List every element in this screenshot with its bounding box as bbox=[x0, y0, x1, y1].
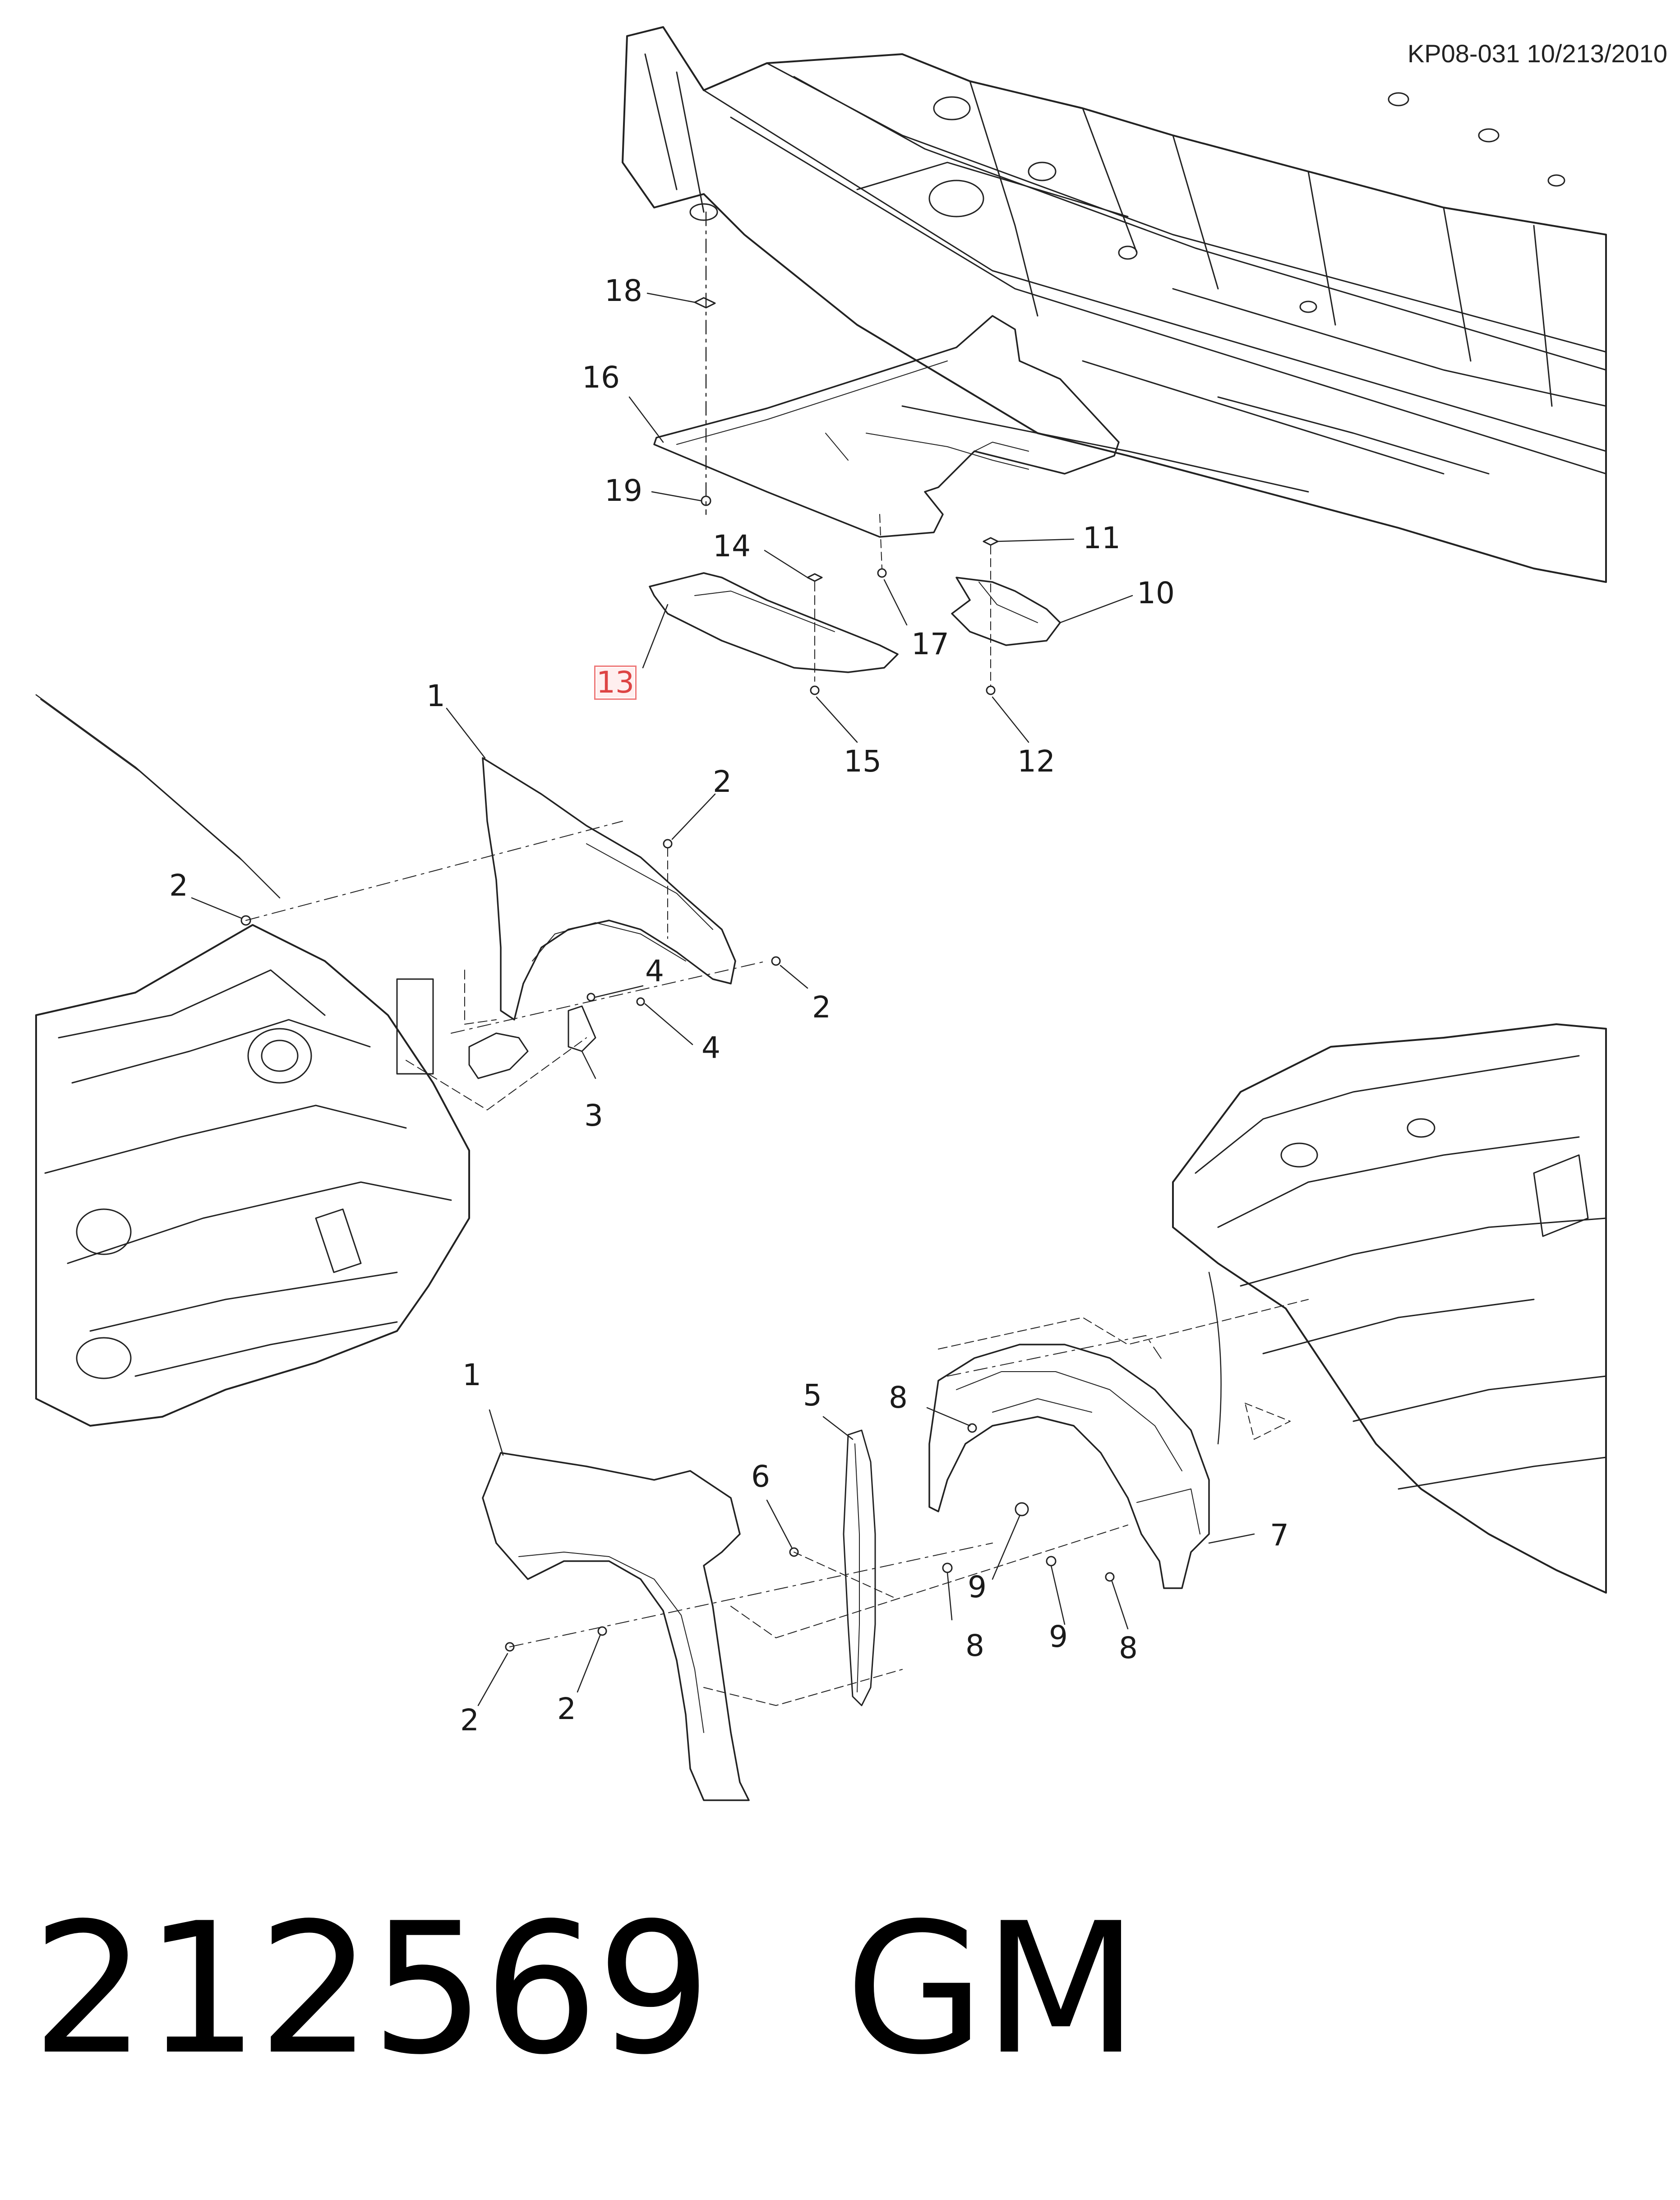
callout-4-a: 4 bbox=[645, 954, 664, 989]
callout-6: 6 bbox=[751, 1459, 770, 1494]
brand-label: GM bbox=[845, 1885, 1139, 2094]
callout-12: 12 bbox=[1017, 744, 1055, 779]
bolt-15 bbox=[810, 685, 820, 695]
callout-16: 16 bbox=[582, 360, 620, 395]
clip-18 bbox=[694, 297, 716, 309]
callout-2-top: 2 bbox=[713, 764, 732, 799]
bracket-3b bbox=[568, 1005, 596, 1052]
callout-1-lower: 1 bbox=[462, 1358, 481, 1392]
underbody-frame bbox=[622, 26, 1607, 583]
clip-6 bbox=[789, 1547, 799, 1557]
rivet-8b bbox=[1105, 1572, 1115, 1582]
callout-17: 17 bbox=[911, 627, 949, 661]
callout-10: 10 bbox=[1137, 576, 1175, 610]
bolt-12 bbox=[986, 685, 996, 695]
bolt-2-right bbox=[771, 956, 781, 966]
callout-7: 7 bbox=[1270, 1518, 1289, 1553]
rivet-8a bbox=[942, 1562, 953, 1573]
callout-9-a: 9 bbox=[968, 1570, 987, 1604]
bolt-4a bbox=[586, 993, 595, 1002]
shield-13 bbox=[649, 572, 899, 673]
bolt-2-lower-a bbox=[505, 1642, 515, 1652]
callout-14: 14 bbox=[713, 529, 751, 564]
footer-label: 212569 GM bbox=[32, 1885, 1139, 2094]
callout-8-right: 8 bbox=[1119, 1631, 1138, 1665]
seal-5 bbox=[843, 1429, 876, 1706]
rivet-9b bbox=[1046, 1556, 1057, 1567]
rivet-9a bbox=[1015, 1502, 1029, 1516]
bolt-2-top bbox=[663, 839, 673, 849]
bolt-2-lower-b bbox=[597, 1626, 607, 1636]
callout-9-b: 9 bbox=[1049, 1619, 1068, 1654]
bolt-2-left bbox=[240, 915, 251, 926]
leader-lines bbox=[191, 292, 1255, 1706]
bracket-3 bbox=[468, 1032, 529, 1079]
fender-1-upper bbox=[482, 757, 736, 1021]
callout-18: 18 bbox=[605, 273, 642, 308]
bolt-17 bbox=[877, 568, 887, 578]
callout-15: 15 bbox=[844, 744, 882, 779]
callout-11: 11 bbox=[1083, 521, 1121, 555]
callout-8-top: 8 bbox=[889, 1380, 908, 1415]
callout-1-upper: 1 bbox=[426, 679, 445, 713]
callout-2-lower-a: 2 bbox=[460, 1703, 479, 1738]
callout-2-left: 2 bbox=[169, 868, 188, 903]
callout-13: 13 bbox=[594, 665, 637, 700]
left-vehicle-body bbox=[35, 694, 470, 1427]
bolt-4b bbox=[636, 997, 645, 1006]
callout-2-right: 2 bbox=[812, 990, 831, 1025]
rivet-8c bbox=[967, 1423, 977, 1433]
callout-4-b: 4 bbox=[702, 1031, 720, 1065]
right-vehicle-body bbox=[1172, 1023, 1607, 1594]
bracket-10 bbox=[951, 577, 1061, 646]
callout-8-mid: 8 bbox=[965, 1628, 984, 1663]
callout-3: 3 bbox=[584, 1098, 603, 1133]
callout-19: 19 bbox=[605, 473, 642, 508]
callout-2-lower-b: 2 bbox=[557, 1692, 576, 1726]
shield-16 bbox=[653, 315, 1120, 538]
wheel-liner-7 bbox=[928, 1344, 1210, 1589]
clip-14 bbox=[807, 573, 823, 582]
fender-1-lower bbox=[482, 1452, 750, 1801]
part-number: 212569 bbox=[32, 1885, 711, 2094]
diagram-code: KP08-031 10/213/2010 bbox=[1407, 39, 1667, 68]
clip-11 bbox=[983, 537, 999, 546]
callout-5: 5 bbox=[803, 1378, 822, 1413]
